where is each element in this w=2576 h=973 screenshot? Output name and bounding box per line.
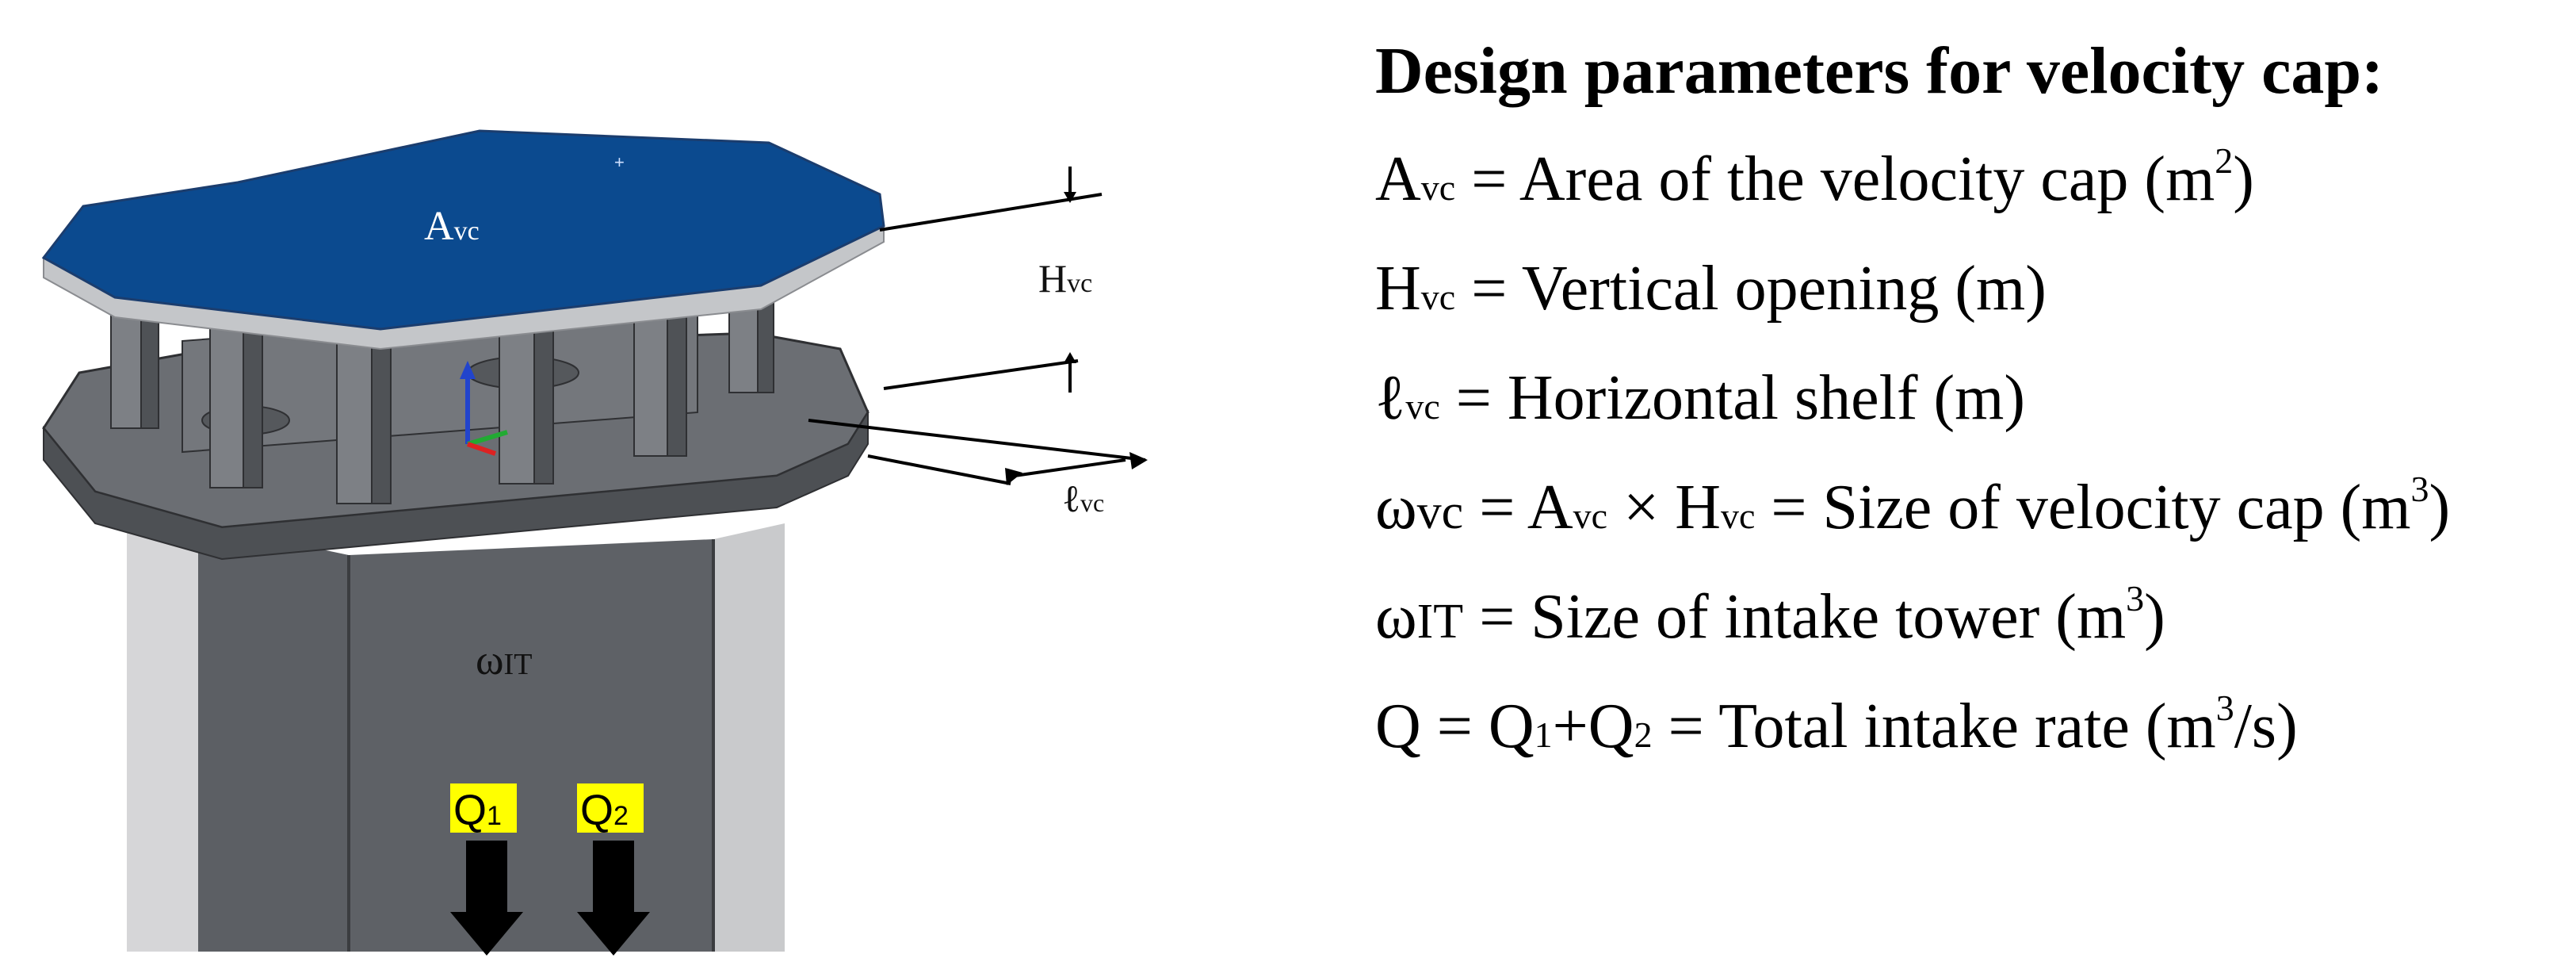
dimension-lines xyxy=(808,167,1148,485)
flow-q2-label: Q2 xyxy=(580,787,629,834)
param-vertical-opening: Hvc = Vertical opening (m) xyxy=(1375,254,2047,324)
intake-tower-label: ωIT xyxy=(476,636,532,684)
flow-q1: Q1 xyxy=(450,783,523,956)
param-cap-area: Avc = Area of the velocity cap (m2) xyxy=(1375,140,2254,215)
horizontal-shelf-label: ℓvc xyxy=(1062,478,1104,520)
param-cap-size: ωvc = Avc × Hvc = Size of velocity cap (… xyxy=(1375,469,2451,543)
param-horizontal-shelf: ℓvc = Horizontal shelf (m) xyxy=(1375,363,2025,433)
param-intake-rate: Q = Q1+Q2 = Total intake rate (m3/s) xyxy=(1375,688,2298,762)
param-tower-size: ωIT = Size of intake tower (m3) xyxy=(1375,578,2165,653)
velocity-cap-diagram: + Avc Hvc ℓvc ωIT Q1 Q2 xyxy=(41,129,1148,956)
axis-triad-icon xyxy=(460,361,508,456)
flow-q1-arrow-icon xyxy=(466,841,507,920)
velocity-cap: + xyxy=(41,129,885,351)
flow-q2: Q2 xyxy=(577,783,650,956)
cap-area-label: Avc xyxy=(424,204,480,249)
intake-tower xyxy=(127,508,785,952)
legend-title: Design parameters for velocity cap: xyxy=(1375,34,2384,108)
design-parameters-legend: Design parameters for velocity cap: Avc … xyxy=(1375,32,2564,798)
vertical-opening-label: Hvc xyxy=(1038,256,1092,301)
flow-q2-arrow-icon xyxy=(593,841,634,920)
flow-q1-label: Q1 xyxy=(453,787,502,834)
cap-center-mark: + xyxy=(614,152,625,172)
